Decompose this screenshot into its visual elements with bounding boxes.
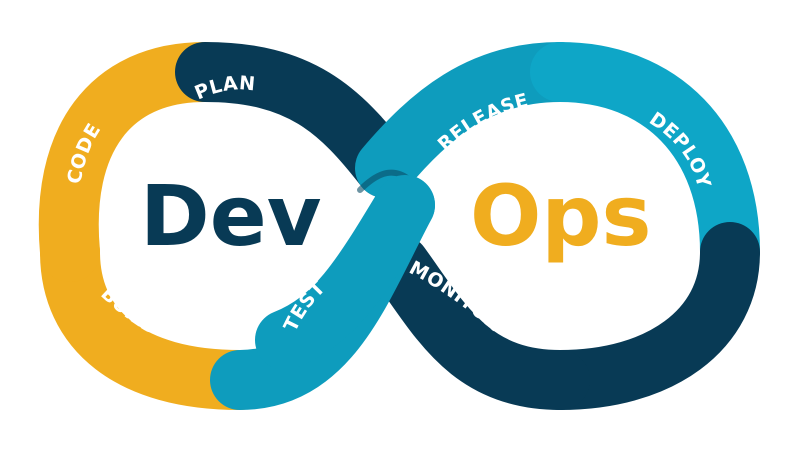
segment-monitor	[370, 235, 590, 410]
dev-title: Dev	[140, 167, 321, 265]
ops-title: Ops	[470, 167, 652, 265]
dev-center	[110, 130, 330, 320]
ops-center	[470, 130, 690, 320]
segment-test-overlay	[255, 175, 435, 370]
segment-deploy	[530, 42, 760, 282]
segment-code	[38, 42, 235, 282]
segment-operate	[530, 222, 760, 410]
